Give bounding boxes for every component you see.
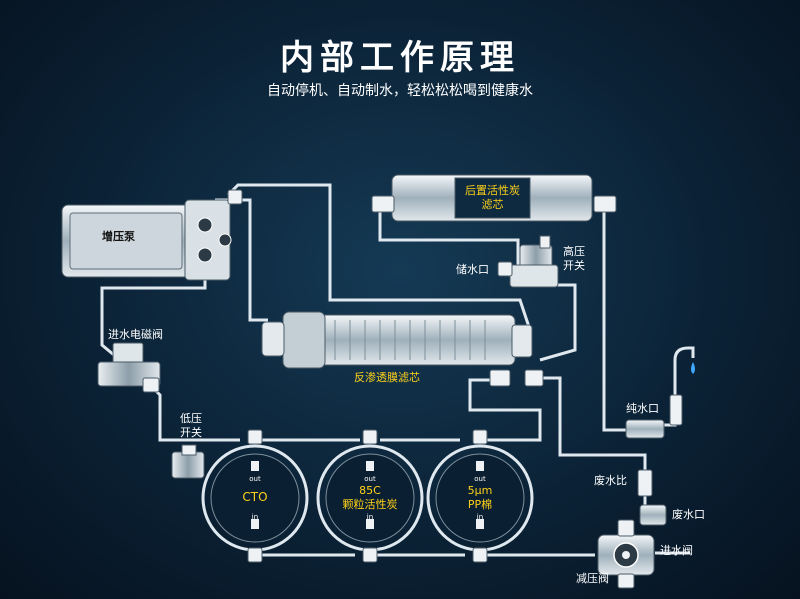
label-inlet-solenoid: 进水电磁阀 xyxy=(108,328,163,341)
waste-ratio-valve xyxy=(637,469,667,526)
label-tank-outlet: 储水口 xyxy=(456,263,489,276)
inlet-reducing-valve xyxy=(597,519,655,589)
label-waste-outlet: 废水口 xyxy=(672,508,705,521)
pipe xyxy=(540,376,647,515)
filter-pp-port-out: out xyxy=(474,475,486,483)
pipe xyxy=(662,346,695,427)
filter-85c-port-in: in xyxy=(366,513,374,521)
pipe xyxy=(539,283,577,362)
pipe xyxy=(100,280,207,362)
pipe xyxy=(226,183,532,331)
label-ro-membrane: 反渗透膜滤芯 xyxy=(354,371,420,384)
low-pressure-switch xyxy=(171,444,205,479)
pipe xyxy=(378,205,520,265)
filter-pp-cotton xyxy=(426,429,534,563)
label-high-pressure-switch: 高压 开关 xyxy=(563,245,585,272)
filter-85c-port-out: out xyxy=(364,475,376,483)
ro-membrane-filter xyxy=(261,311,544,387)
filter-85c-name: 85C 颗粒活性炭 xyxy=(342,484,398,511)
booster-pump xyxy=(61,189,243,281)
filter-85c-carbon xyxy=(316,429,424,563)
filter-cto-port-in: in xyxy=(251,513,259,521)
label-inlet-valve: 进水阀 xyxy=(660,544,693,557)
inlet-solenoid-valve xyxy=(97,342,161,393)
filter-cto xyxy=(201,429,309,563)
filter-pp-name: 5μm PP棉 xyxy=(467,484,493,511)
water-drop-icon xyxy=(691,362,695,374)
page-subtitle: 自动停机、自动制水，轻松松松喝到健康水 xyxy=(267,83,533,99)
label-low-pressure-switch: 低压 开关 xyxy=(180,412,202,439)
label-post-carbon: 后置活性炭 滤芯 xyxy=(465,184,520,211)
faucet xyxy=(625,362,695,439)
filter-cto-name: CTO xyxy=(242,490,268,504)
label-booster-pump: 增压泵 xyxy=(102,230,135,243)
pipe xyxy=(468,378,542,442)
label-waste-ratio: 废水比 xyxy=(594,474,627,487)
page-title: 内部工作原理 xyxy=(280,38,520,78)
filter-pp-port-in: in xyxy=(476,513,484,521)
high-pressure-switch xyxy=(497,235,559,288)
label-reducing-valve: 减压阀 xyxy=(576,572,609,585)
label-pure-outlet: 纯水口 xyxy=(626,402,659,415)
post-carbon-filter xyxy=(371,174,617,222)
filter-cto-port-out: out xyxy=(249,475,261,483)
pipe xyxy=(602,205,630,432)
